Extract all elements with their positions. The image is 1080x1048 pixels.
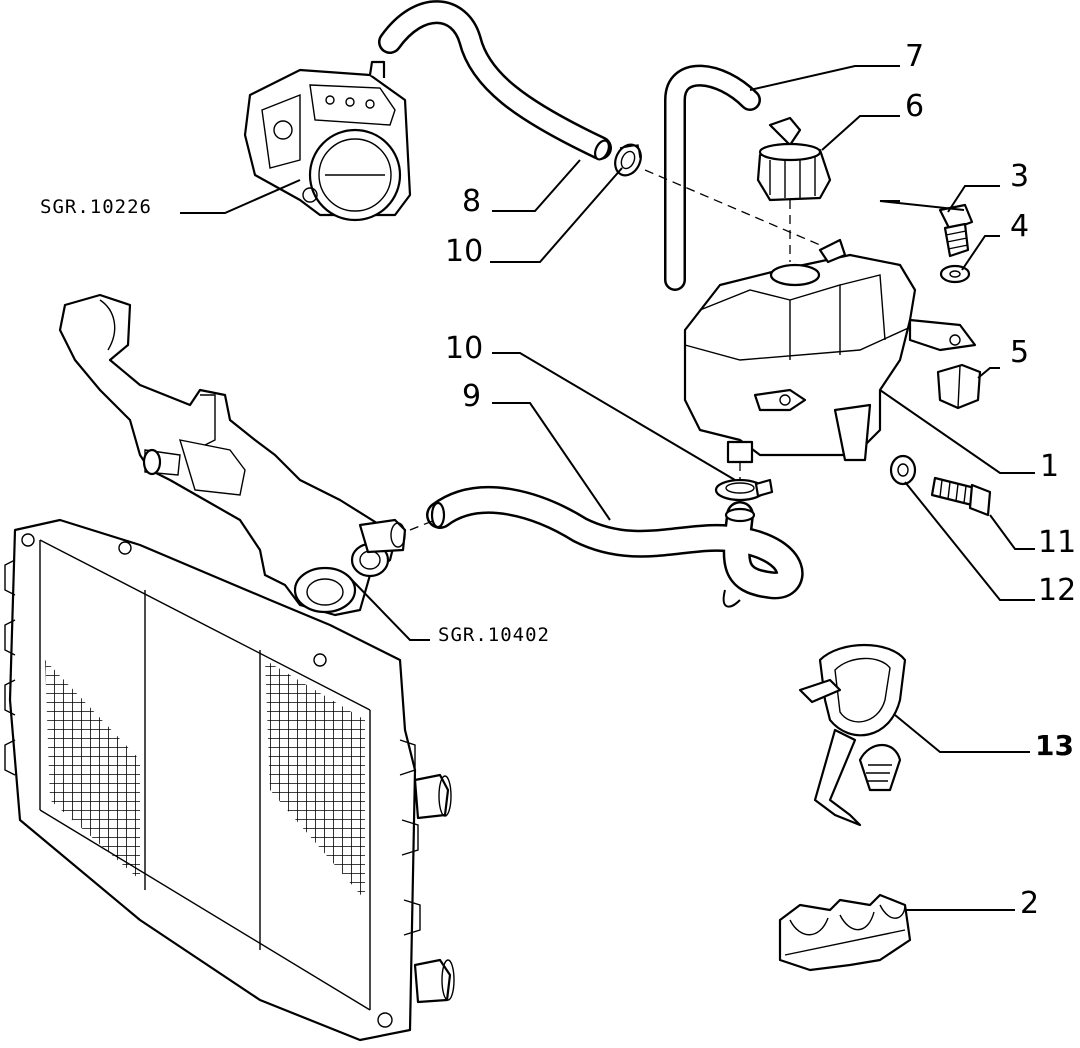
hose-7: [664, 64, 761, 291]
callout-1: 1: [1040, 449, 1059, 484]
hose-clip-2: [778, 893, 912, 972]
callout-10-upper: 10: [445, 234, 483, 269]
callout-12: 12: [1038, 573, 1076, 608]
callout-8: 8: [462, 184, 481, 219]
callout-5: 5: [1010, 335, 1029, 370]
callout-3: 3: [1010, 159, 1029, 194]
throttle-body: [243, 60, 412, 222]
callout-13: 13: [1035, 729, 1074, 762]
reference-throttle-body: SGR.10226: [40, 196, 152, 218]
water-pipe: [58, 293, 407, 617]
assembly-lines: [409, 169, 821, 531]
filler-cap-6: [756, 116, 832, 202]
callout-9: 9: [462, 379, 481, 414]
expansion-tank-1: [683, 238, 977, 464]
screw-3: [938, 203, 974, 258]
hose-clamp-10-upper: [614, 143, 642, 177]
bolt-11: [930, 476, 992, 517]
reference-water-pipe: SGR.10402: [438, 624, 550, 646]
hose-clamp-10-lower: [714, 478, 774, 502]
callout-2: 2: [1020, 886, 1039, 921]
leader-lines: [180, 65, 1035, 911]
hose-8: [378, 0, 612, 161]
radiator: [4, 518, 455, 1042]
callout-labels: 7 6 3 4 5 1 11 12 13 2 8 10 10 9 SGR.102…: [40, 39, 1076, 921]
callout-11: 11: [1038, 525, 1076, 560]
washer-12: [889, 454, 917, 486]
callout-6: 6: [905, 89, 924, 124]
washer-4: [939, 264, 971, 284]
callout-7: 7: [905, 39, 924, 74]
callout-10-lower: 10: [445, 331, 483, 366]
rubber-mount-5: [936, 363, 982, 410]
hose-9: [426, 486, 804, 608]
callout-4: 4: [1010, 209, 1029, 244]
hose-bracket-13: [798, 644, 907, 827]
